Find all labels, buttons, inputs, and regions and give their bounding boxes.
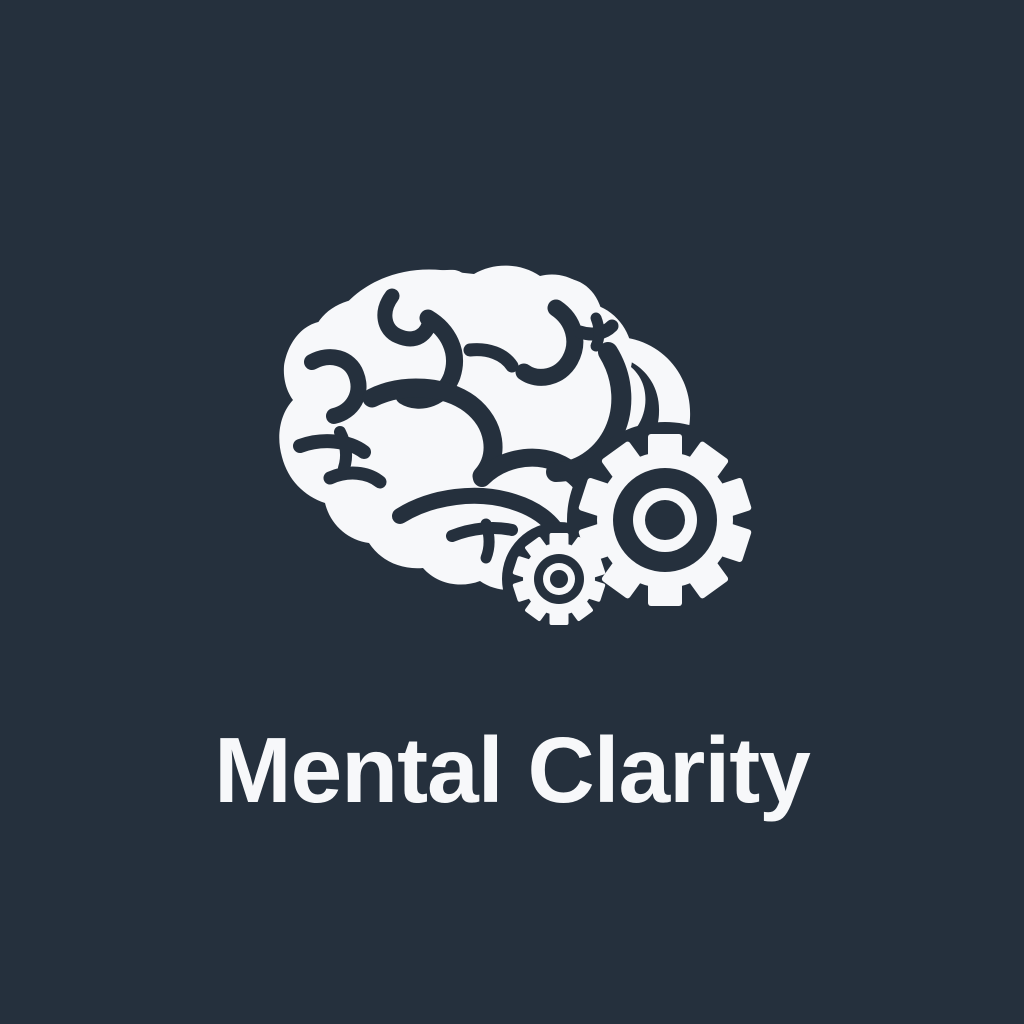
brand-wordmark: Mental Clarity (214, 718, 811, 822)
small-gear (512, 533, 606, 625)
brain-silhouette (279, 265, 691, 590)
large-gear (577, 434, 753, 606)
